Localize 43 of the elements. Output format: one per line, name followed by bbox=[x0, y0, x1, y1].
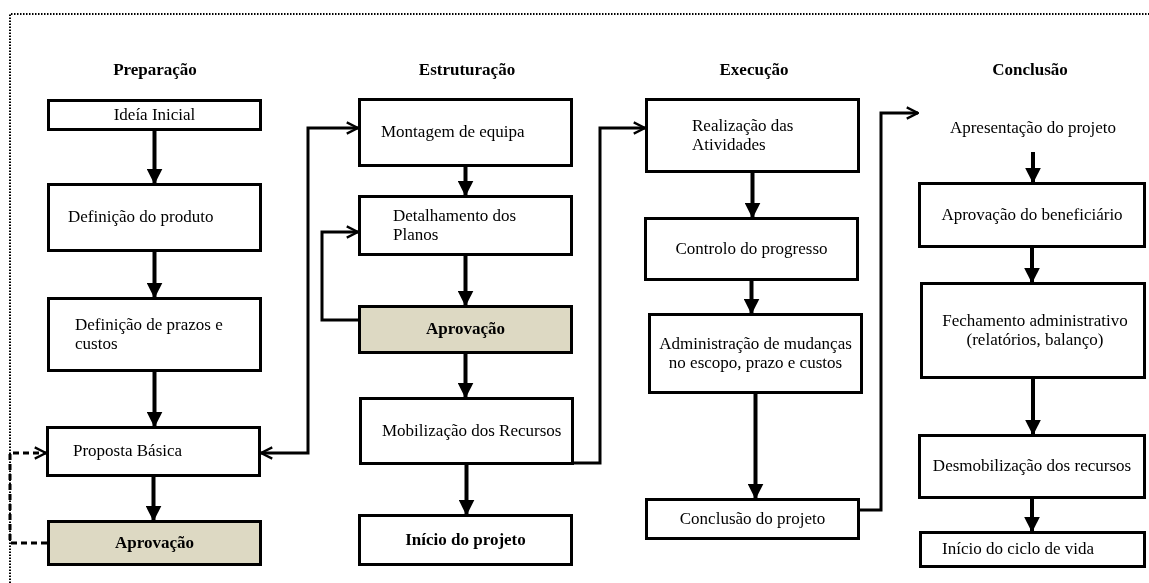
arrow bbox=[8, 446, 48, 545]
process-box: Realização das Atividades bbox=[645, 98, 860, 173]
process-box: Proposta Básica bbox=[46, 426, 261, 477]
process-box: Definição de prazos e custos bbox=[47, 297, 262, 372]
arrow bbox=[743, 281, 760, 315]
step-text: Apresentação do projeto bbox=[918, 104, 1148, 152]
approval-box: Aprovação bbox=[358, 305, 573, 354]
arrow bbox=[458, 465, 475, 516]
process-box: Detalhamento dos Planos bbox=[358, 195, 573, 256]
column-heading: Conclusão bbox=[992, 60, 1068, 80]
arrow bbox=[146, 252, 163, 299]
arrow bbox=[145, 477, 162, 522]
arrow bbox=[574, 121, 647, 465]
arrow bbox=[146, 131, 163, 185]
process-box: Mobilização dos Recursos bbox=[359, 397, 574, 465]
arrow bbox=[860, 106, 920, 512]
arrow bbox=[146, 372, 163, 428]
arrow bbox=[1025, 379, 1041, 436]
arrow bbox=[1024, 248, 1040, 284]
arrow bbox=[457, 256, 474, 307]
process-box: Desmobilização dos recursos bbox=[918, 434, 1146, 499]
arrow bbox=[320, 225, 360, 322]
arrow bbox=[457, 167, 474, 197]
process-box: Início do projeto bbox=[358, 514, 573, 566]
process-box: Controlo do progresso bbox=[644, 217, 859, 281]
column-heading: Preparação bbox=[113, 60, 197, 80]
column-heading: Execução bbox=[719, 60, 789, 80]
arrow bbox=[747, 394, 764, 500]
process-box: Aprovação do beneficiário bbox=[918, 182, 1146, 248]
process-box: Montagem de equipa bbox=[358, 98, 573, 167]
process-box: Administração de mudanças no escopo, prazo e custos bbox=[648, 313, 863, 394]
process-box: Início do ciclo de vida bbox=[919, 531, 1146, 568]
process-box: Fechamento administrativo (relatórios, balanço) bbox=[920, 282, 1146, 379]
process-box: Ideía Inicial bbox=[47, 99, 262, 131]
arrow bbox=[1025, 152, 1041, 184]
process-box: Conclusão do projeto bbox=[645, 498, 860, 540]
arrow bbox=[457, 354, 474, 399]
arrow bbox=[259, 121, 360, 460]
arrow bbox=[1024, 499, 1040, 533]
approval-box: Aprovação bbox=[47, 520, 262, 566]
process-box: Definição do produto bbox=[47, 183, 262, 252]
arrow bbox=[744, 173, 761, 219]
column-heading: Estruturação bbox=[418, 60, 516, 80]
